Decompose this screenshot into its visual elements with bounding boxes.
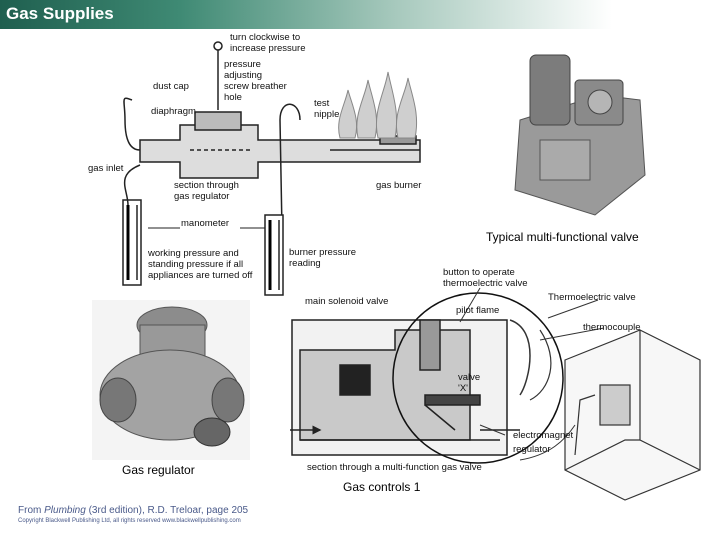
valve-x-label: valve 'X' (458, 372, 481, 394)
regulator-photo (92, 300, 250, 460)
magnified-detail-circle (392, 292, 564, 464)
working-pressure-label: working pressure and standing pressure i… (148, 248, 253, 281)
pressure-screw-label: pressure adjusting screw breather hole (224, 59, 287, 103)
valve-photo (505, 45, 670, 225)
regulator-photo-caption: Gas regulator (122, 463, 195, 477)
test-nipple-label: test nipple (314, 98, 340, 120)
diaphragm-label: diaphragm (151, 106, 196, 117)
gas-burner-label: gas burner (376, 180, 422, 191)
title-bar: Gas Supplies (0, 0, 720, 29)
slide-caption: Gas controls 1 (343, 480, 421, 494)
gas-inlet-label: gas inlet (88, 163, 124, 174)
main-solenoid-label: main solenoid valve (305, 296, 389, 307)
turn-clockwise-label: turn clockwise to increase pressure (230, 32, 306, 54)
section-regulator-label: section through gas regulator (174, 180, 239, 202)
regulator-label: regulator (513, 444, 551, 455)
multifunction-section-drawing (290, 319, 520, 456)
valve-photo-caption: Typical multi-functional valve (486, 230, 639, 244)
source-citation: From Plumbing (3rd edition), R.D. Treloa… (18, 505, 248, 516)
annotation-leaders (459, 287, 605, 461)
pilot-flame-label: pilot flame (456, 305, 500, 316)
regulator-section-drawing (122, 41, 421, 296)
burner-pressure-label: burner pressure reading (289, 247, 357, 269)
thermoelectric-valve-label: Thermoelectric valve (548, 292, 636, 303)
source-book: Plumbing (44, 505, 86, 516)
slide-title: Gas Supplies (6, 4, 114, 23)
button-operate-label: button to operate thermoelectric valve (443, 267, 528, 289)
source-prefix: From (18, 505, 45, 516)
copyright-line: Copyright Blackwell Publishing Ltd, all … (18, 518, 241, 524)
source-rest: (3rd edition), R.D. Treloar, page 205 (85, 505, 249, 516)
boiler-cabinet-sketch (564, 329, 701, 501)
manometer-label: manometer (181, 218, 230, 229)
electromagnet-label: electromagnet (513, 430, 574, 441)
burner-flames (338, 71, 418, 139)
section-multifunction-label: section through a multi-function gas val… (307, 462, 482, 473)
thermocouple-label: thermocouple (583, 322, 641, 333)
dust-cap-label: dust cap (153, 81, 189, 92)
